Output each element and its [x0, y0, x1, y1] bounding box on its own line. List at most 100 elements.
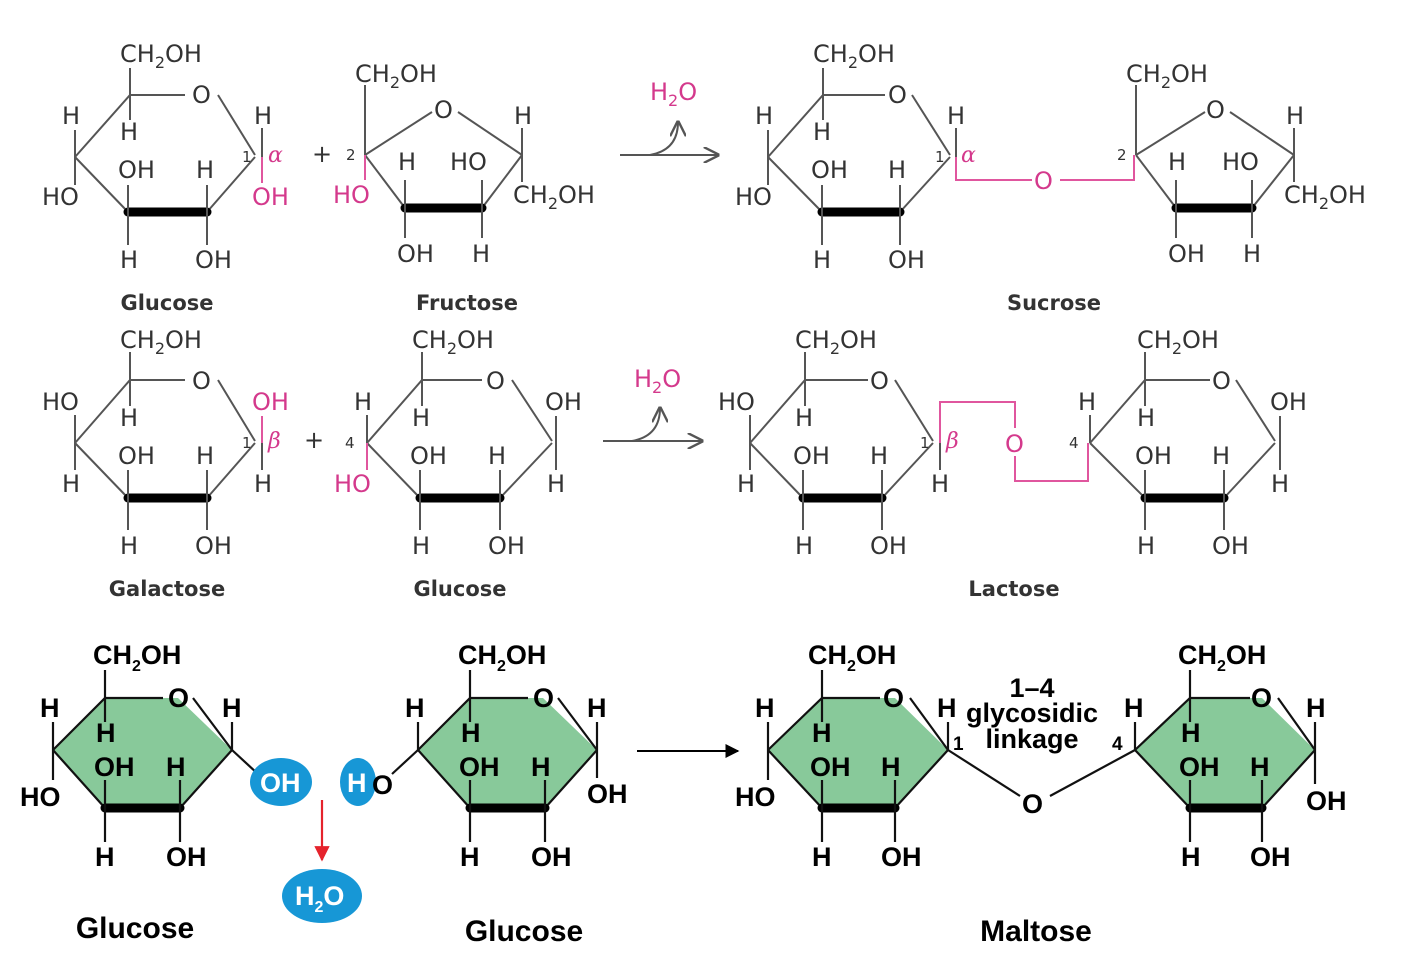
svg-text:CH2OH: CH2OH [1126, 60, 1208, 92]
svg-text:HO: HO [1222, 148, 1259, 176]
svg-text:2: 2 [1117, 146, 1127, 164]
svg-text:O: O [1206, 96, 1225, 124]
svg-text:CH2OH: CH2OH [813, 40, 895, 72]
beta-symbol: β [945, 429, 959, 454]
svg-text:H: H [62, 102, 80, 130]
svg-text:HO: HO [735, 782, 776, 812]
svg-text:H: H [96, 718, 116, 748]
water-release: H2O [282, 800, 362, 923]
svg-text:H: H [1243, 240, 1261, 268]
svg-text:4: 4 [1112, 734, 1123, 755]
svg-text:H: H [472, 240, 490, 268]
maltose-row: CH2OH O H H H OH H HO H OH OH Glucose H2… [20, 640, 1347, 948]
svg-text:H: H [120, 246, 138, 274]
svg-text:H: H [166, 752, 186, 782]
svg-text:H: H [412, 532, 430, 560]
svg-text:OH: OH [118, 442, 155, 470]
svg-text:CH2OH: CH2OH [412, 326, 494, 358]
svg-text:O: O [192, 81, 211, 109]
reaction-arrow: H2O [620, 78, 718, 155]
alpha-symbol: α [961, 143, 976, 168]
svg-text:H: H [813, 246, 831, 274]
svg-text:H: H [795, 532, 813, 560]
svg-text:H: H [347, 768, 367, 798]
svg-text:H: H [354, 388, 372, 416]
svg-text:1: 1 [935, 148, 945, 166]
beta-symbol: β [267, 429, 281, 454]
svg-text:H: H [812, 842, 832, 872]
svg-text:H: H [461, 718, 481, 748]
svg-text:H: H [1124, 693, 1144, 723]
svg-text:OH: OH [252, 183, 289, 211]
svg-text:HO: HO [718, 388, 755, 416]
svg-text:CH2OH: CH2OH [355, 60, 437, 92]
svg-text:OH: OH [195, 532, 232, 560]
svg-text:H: H [460, 842, 480, 872]
svg-text:4: 4 [345, 434, 355, 452]
svg-text:OH: OH [870, 532, 907, 560]
svg-text:H: H [398, 148, 416, 176]
svg-text:H: H [1181, 842, 1201, 872]
svg-text:H: H [947, 102, 965, 130]
svg-text:CH2OH: CH2OH [120, 326, 202, 358]
svg-text:O: O [372, 770, 393, 800]
fructose-label: Fructose [416, 291, 518, 315]
svg-text:OH: OH [260, 768, 301, 798]
svg-text:H: H [813, 118, 831, 146]
svg-text:O: O [434, 96, 453, 124]
svg-text:O: O [1251, 683, 1272, 713]
plus-sign: + [304, 426, 324, 454]
sucrose-molecule: CH2OH O H H OH H HO H H OH 1 α O [735, 40, 1366, 274]
svg-text:OH: OH [1270, 388, 1307, 416]
svg-text:H: H [881, 752, 901, 782]
svg-text:H: H [587, 693, 607, 723]
svg-text:OH: OH [1135, 442, 1172, 470]
svg-text:OH: OH [888, 246, 925, 274]
svg-text:H: H [412, 404, 430, 432]
svg-text:HO: HO [334, 470, 371, 498]
svg-text:CH2OH: CH2OH [1284, 181, 1366, 213]
svg-text:H: H [795, 404, 813, 432]
lactose-label: Lactose [968, 577, 1059, 601]
svg-text:1: 1 [242, 434, 252, 452]
svg-text:OH: OH [1306, 786, 1347, 816]
maltose-molecule: CH2OH O H H H OH H HO H OH 1 O 1–4 glyco… [735, 640, 1347, 872]
carbon-2-number: 2 [346, 146, 356, 164]
svg-text:H: H [120, 118, 138, 146]
svg-text:OH: OH [1179, 752, 1220, 782]
svg-text:OH: OH [195, 246, 232, 274]
svg-text:OH: OH [1212, 532, 1249, 560]
svg-text:HO: HO [42, 183, 79, 211]
svg-text:OH: OH [793, 442, 830, 470]
svg-text:OH: OH [459, 752, 500, 782]
svg-text:OH: OH [118, 156, 155, 184]
bridge-oxygen: O [1022, 789, 1043, 819]
svg-text:H: H [755, 693, 775, 723]
maltose-label: Maltose [980, 915, 1092, 948]
svg-text:H: H [488, 442, 506, 470]
svg-text:H: H [1250, 752, 1270, 782]
glucose-label: Glucose [413, 577, 506, 601]
reaction-arrow: H2O [603, 365, 702, 441]
svg-text:OH: OH [881, 842, 922, 872]
svg-text:H: H [120, 532, 138, 560]
svg-text:CH2OH: CH2OH [1137, 326, 1219, 358]
svg-text:O: O [1212, 367, 1231, 395]
bridge-oxygen: O [1005, 430, 1024, 458]
svg-text:H: H [254, 102, 272, 130]
galactose-label: Galactose [109, 577, 225, 601]
svg-text:H: H [40, 693, 60, 723]
svg-text:OH: OH [1168, 240, 1205, 268]
svg-text:CH2OH: CH2OH [1178, 640, 1266, 675]
svg-text:H: H [95, 842, 115, 872]
svg-text:H2O: H2O [650, 78, 697, 110]
glucose-molecule: CH2OH O H H OH H HO H OH H OH 1 α [42, 40, 289, 274]
lactose-row: CH2OH O HO H OH H H OH H H OH 1 β Galact… [42, 326, 1307, 601]
svg-text:CH2OH: CH2OH [795, 326, 877, 358]
linkage-number: 1–4 [1009, 673, 1054, 703]
svg-text:CH2OH: CH2OH [120, 40, 202, 72]
svg-text:HO: HO [735, 183, 772, 211]
svg-text:H: H [531, 752, 551, 782]
svg-text:OH: OH [531, 842, 572, 872]
